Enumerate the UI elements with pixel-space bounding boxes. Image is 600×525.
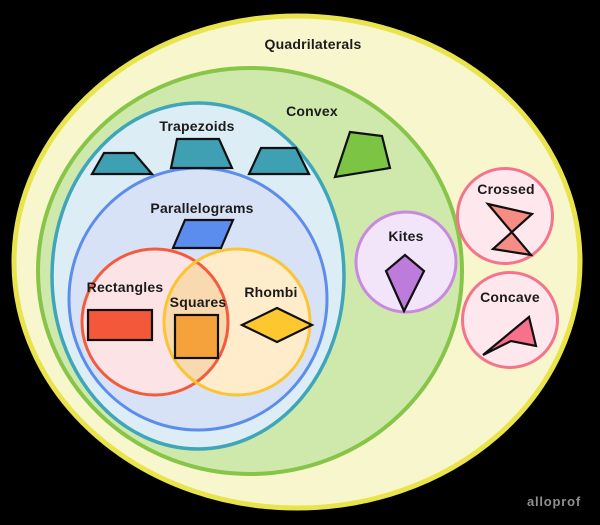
squares-label: Squares [170,294,227,310]
alloprof-logo: alloprof [527,494,581,509]
rectangles-circle-outline [80,247,230,397]
convex-label: Convex [286,103,338,119]
square-shape [173,313,220,360]
rhombi-circle-outline [162,247,312,397]
crossed-label: Crossed [477,181,534,197]
rectangle-shape [86,308,154,342]
parallelogram-shape [171,218,235,250]
kites-label: Kites [388,228,423,244]
trapezoids-label: Trapezoids [159,118,234,134]
parallelograms-label: Parallelograms [150,200,253,216]
kite-shape [384,253,426,314]
rhombus-shape [239,306,315,344]
trapezoid-shape-1 [90,151,155,176]
concave-label: Concave [480,289,540,305]
crossed-quadrilateral-shape [485,202,535,257]
rectangles-label: Rectangles [87,279,164,295]
rhombi-label: Rhombi [244,284,297,300]
set-concave: Concave [461,271,559,369]
trapezoid-shape-3 [247,146,311,176]
concave-quadrilateral-shape [482,315,538,356]
trapezoid-shape-2 [169,137,234,170]
concave-circle [461,271,559,369]
convex-quadrilateral-shape [333,130,392,179]
quadrilaterals-label: Quadrilaterals [265,36,362,52]
